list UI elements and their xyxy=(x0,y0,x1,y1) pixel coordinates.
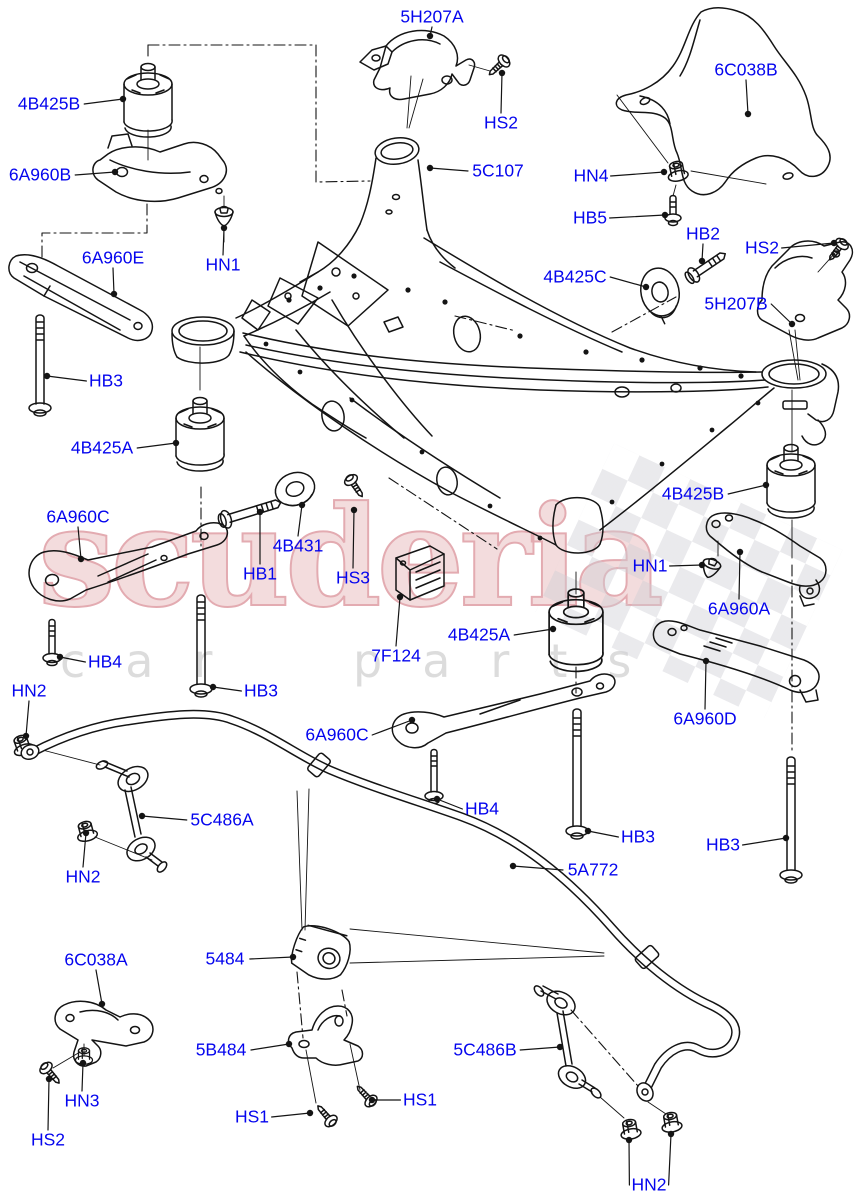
part-label-4b425b[interactable]: 4B425B xyxy=(17,93,81,114)
part-label-hs1[interactable]: HS1 xyxy=(234,1106,270,1127)
part-label-hb2[interactable]: HB2 xyxy=(685,223,721,244)
part-label-hs2[interactable]: HS2 xyxy=(30,1129,66,1150)
stabilizer-link-5c486a xyxy=(95,760,168,873)
screw-hs2-top xyxy=(483,51,514,81)
bracket-7f124 xyxy=(395,545,445,601)
part-label-6a960c[interactable]: 6A960C xyxy=(305,724,369,745)
part-label-4b431[interactable]: 4B431 xyxy=(272,535,324,556)
crossmember-5c107 xyxy=(171,137,840,554)
part-label-hb3[interactable]: HB3 xyxy=(243,680,279,701)
part-label-hb3[interactable]: HB3 xyxy=(620,826,656,847)
part-label-5484[interactable]: 5484 xyxy=(205,948,245,969)
part-label-5b484[interactable]: 5B484 xyxy=(195,1039,247,1060)
bolt-hb5 xyxy=(664,194,682,227)
screw-hs1-right xyxy=(351,1080,381,1111)
part-label-5h207a[interactable]: 5H207A xyxy=(400,6,464,27)
heat-shield-6c038b xyxy=(615,7,831,196)
part-label-hs1[interactable]: HS1 xyxy=(402,1089,438,1110)
part-label-hn1[interactable]: HN1 xyxy=(632,555,668,576)
screw-hs2-right xyxy=(823,235,852,265)
part-label-hs3[interactable]: HS3 xyxy=(335,567,371,588)
part-label-hb1[interactable]: HB1 xyxy=(242,563,278,584)
part-label-hb3[interactable]: HB3 xyxy=(705,834,741,855)
screw-hs1-left xyxy=(311,1100,341,1131)
nut-hn2-bottom-2 xyxy=(658,1110,684,1135)
bushing-4b425a-mid xyxy=(548,588,604,673)
bolt-hb3-right xyxy=(779,756,803,884)
part-label-hb3[interactable]: HB3 xyxy=(88,370,124,391)
part-label-4b425a[interactable]: 4B425A xyxy=(447,624,511,645)
part-label-5h207b[interactable]: 5H207B xyxy=(704,293,768,314)
bolt-hb4-mid xyxy=(424,748,444,805)
part-label-7f124[interactable]: 7F124 xyxy=(371,645,421,666)
part-label-5c486a[interactable]: 5C486A xyxy=(190,809,254,830)
bracket-6a960c-left xyxy=(28,522,229,602)
part-label-6c038a[interactable]: 6C038A xyxy=(64,949,128,970)
stabilizer-bar-5a772 xyxy=(20,709,741,1102)
part-label-4b425b[interactable]: 4B425B xyxy=(661,483,725,504)
bolt-hb3-mid2 xyxy=(565,708,589,840)
part-label-6a960c[interactable]: 6A960C xyxy=(46,506,110,527)
clamp-bracket-5b484 xyxy=(287,1005,364,1066)
part-label-6a960a[interactable]: 6A960A xyxy=(707,598,771,619)
part-label-6a960b[interactable]: 6A960B xyxy=(8,164,72,185)
part-label-6a960e[interactable]: 6A960E xyxy=(81,247,145,268)
part-label-hn4[interactable]: HN4 xyxy=(573,165,609,186)
bushing-4b431 xyxy=(274,471,316,507)
part-label-hn3[interactable]: HN3 xyxy=(64,1090,100,1111)
part-label-6a960d[interactable]: 6A960D xyxy=(673,708,737,729)
bracket-6a960c-mid xyxy=(391,673,616,749)
part-label-hn2[interactable]: HN2 xyxy=(65,866,101,887)
construction-lines xyxy=(41,44,793,1087)
bolt-hb1 xyxy=(217,499,282,529)
bushing-4b425b-right xyxy=(766,443,816,519)
part-label-5c107[interactable]: 5C107 xyxy=(472,160,524,181)
part-label-hs2[interactable]: HS2 xyxy=(483,112,519,133)
bracket-6a960e xyxy=(8,254,154,342)
nut-hn4 xyxy=(664,158,690,184)
part-label-hn2[interactable]: HN2 xyxy=(631,1174,667,1195)
part-label-hs2[interactable]: HS2 xyxy=(744,237,780,258)
part-label-hb4[interactable]: HB4 xyxy=(464,798,500,819)
part-label-5c486b[interactable]: 5C486B xyxy=(453,1039,517,1060)
bolt-hb2 xyxy=(684,252,726,285)
part-label-hn1[interactable]: HN1 xyxy=(205,254,241,275)
bracket-5h207a xyxy=(359,29,476,101)
stud-hn1-topleft xyxy=(214,205,234,227)
part-label-hb5[interactable]: HB5 xyxy=(572,207,608,228)
part-label-6c038b[interactable]: 6C038B xyxy=(714,59,778,80)
bracket-6a960a xyxy=(705,512,827,607)
part-label-hn2[interactable]: HN2 xyxy=(11,680,47,701)
projection-lines xyxy=(30,64,836,1119)
bracket-6a960d xyxy=(652,620,820,703)
bushing-4b425a-left xyxy=(175,396,225,472)
stabilizer-link-5c486b xyxy=(533,985,602,1099)
leader-lines xyxy=(22,26,838,1186)
screw-hs3 xyxy=(341,471,369,502)
part-label-4b425c[interactable]: 4B425C xyxy=(543,266,607,287)
bushing-4b425c xyxy=(640,267,680,325)
part-label-5a772[interactable]: 5A772 xyxy=(567,859,619,880)
bolt-hb3-mid xyxy=(189,594,213,698)
bushing-4b425b-topleft xyxy=(123,62,173,138)
bolt-hb3-left xyxy=(28,314,52,417)
part-label-4b425a[interactable]: 4B425A xyxy=(70,437,134,458)
bracket-6a960b xyxy=(92,133,228,203)
bracket-6c038a xyxy=(54,1000,154,1067)
part-label-hb4[interactable]: HB4 xyxy=(87,651,123,672)
